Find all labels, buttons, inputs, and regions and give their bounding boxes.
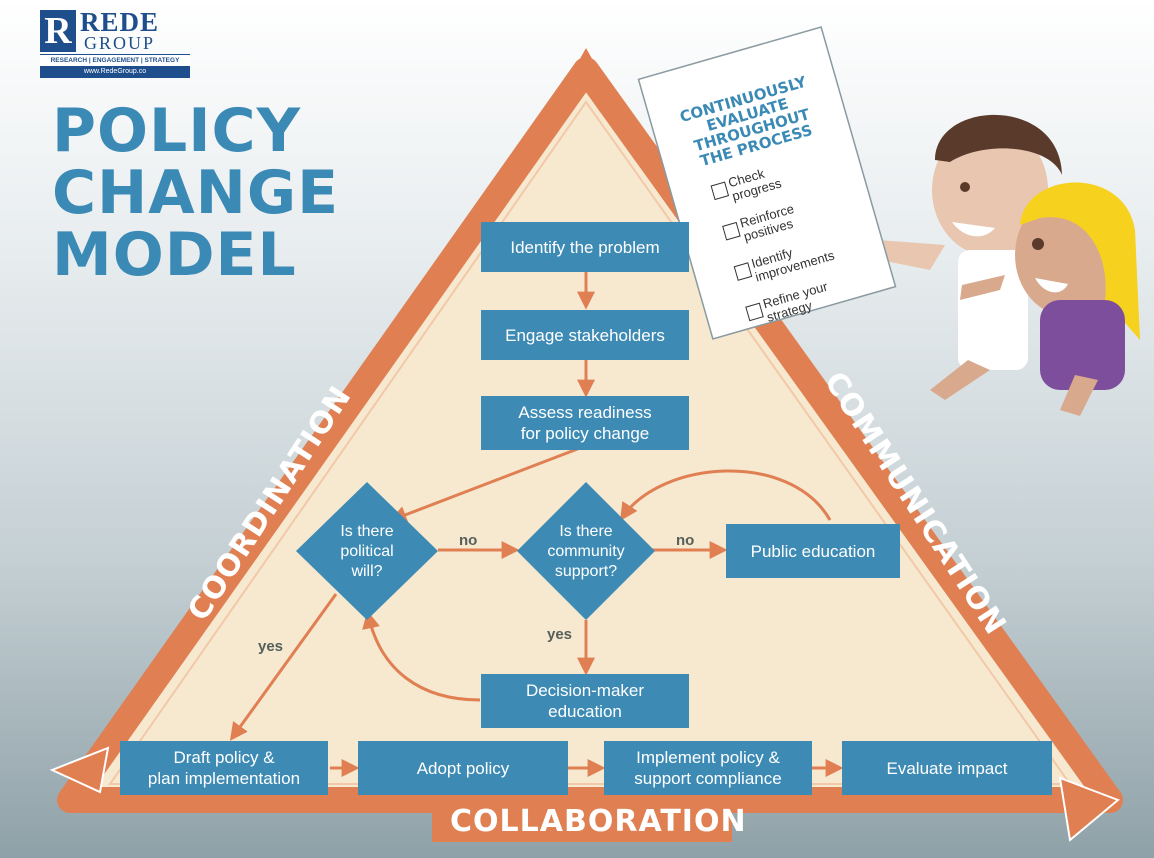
arrow-decision-political [362,610,481,702]
arrow-political-draft [229,593,338,741]
checkbox-icon [722,221,741,241]
checkbox-icon [710,181,730,201]
logo-name-bottom: GROUP [84,33,156,53]
left-corner-arrow-icon [49,746,110,794]
box-evaluate-impact: Evaluate impact [842,741,1052,795]
box-adopt-policy: Adopt policy [358,741,568,795]
label-no-community: no [676,532,695,549]
diamond-community-support [517,482,655,620]
label-collaboration: COLLABORATION [450,804,747,839]
diamond-political-will-text: Is there political will? [340,523,394,580]
box-draft-policy: Draft policy & plan implementation [120,741,328,795]
logo-name-top: REDE [80,7,160,37]
triangle-inner-outline [108,100,1072,785]
right-corner-arrow-icon [1058,776,1120,842]
rede-group-logo: R REDE GROUP RESEARCH | ENGAGEMENT | STR… [40,7,190,80]
logo-website: www.RedeGroup.co [40,66,190,78]
page-title: POLICY CHANGE MODEL [52,100,339,286]
title-line-3: MODEL [52,220,297,290]
label-no-political: no [459,532,478,549]
box-implement-policy: Implement policy & support compliance [604,741,812,795]
title-line-2: CHANGE [52,158,340,228]
diamond-community-support-text: Is there community support? [547,523,625,580]
box-decision-maker-education: Decision-maker education [481,674,689,728]
diamond-political-will [296,482,438,620]
label-yes-political: yes [258,638,284,655]
arrow-assess-political [388,446,581,524]
checklist-item-text: Check progress [726,165,784,204]
collab-banner [432,798,732,842]
checklist-paper [637,26,897,340]
checkbox-icon [745,302,764,322]
box-public-education: Public education [726,524,900,578]
logo-letter: R [40,10,76,52]
box-engage-stakeholders: Engage stakeholders [481,310,689,360]
box-identify-problem: Identify the problem [481,222,689,272]
arrow-public-community [620,469,832,522]
top-corner-arrow-icon [540,48,632,130]
logo-tagline: RESEARCH | ENGAGEMENT | STRATEGY [40,54,190,67]
checkbox-icon [733,262,753,281]
label-yes-community: yes [547,626,573,643]
title-line-1: POLICY [52,96,302,166]
box-assess-readiness: Assess readiness for policy change [481,396,689,450]
people-illustration [878,114,1140,416]
